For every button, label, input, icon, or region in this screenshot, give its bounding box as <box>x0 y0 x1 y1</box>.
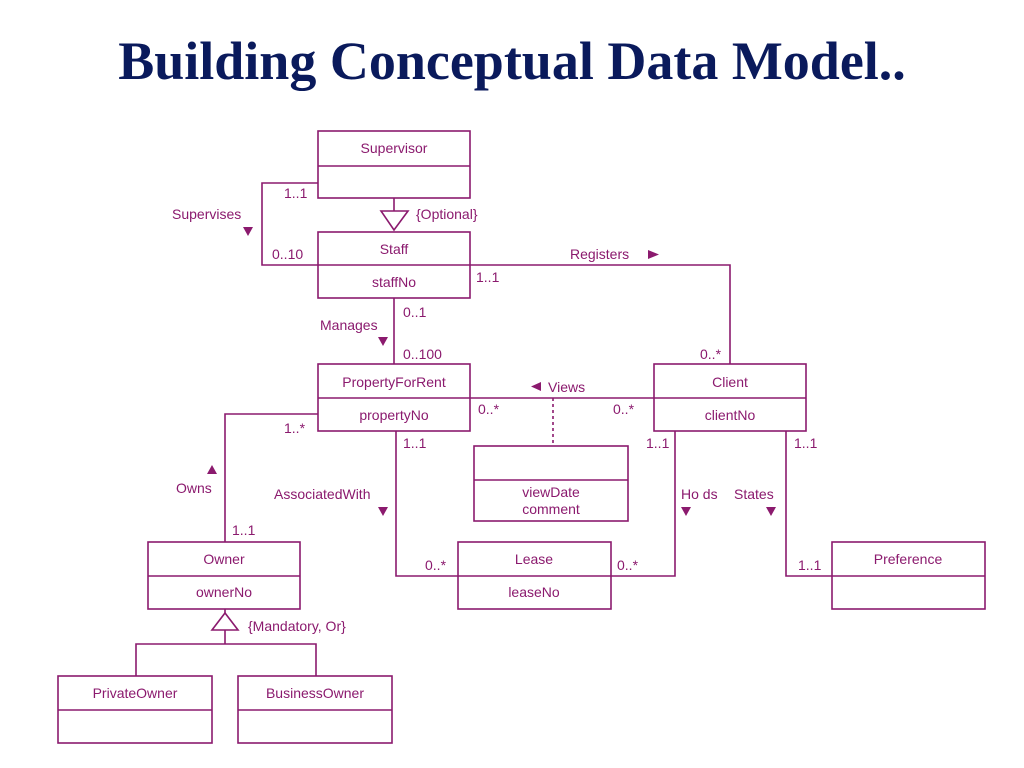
associated-with-label: AssociatedWith <box>274 486 370 502</box>
supervises-direction-arrow <box>243 227 253 236</box>
entity-name: Preference <box>874 551 943 567</box>
entity-client[interactable]: Client clientNo <box>653 363 807 432</box>
owns-line <box>224 413 318 542</box>
entity-attribute: propertyNo <box>359 407 428 423</box>
owns-label: Owns <box>176 480 212 496</box>
holds-label: Ho ds <box>681 486 718 502</box>
manages-multiplicity-property: 0..100 <box>403 346 442 362</box>
entity-name: Owner <box>203 551 245 567</box>
states-label: States <box>734 486 774 502</box>
holds-line <box>611 431 676 577</box>
registers-direction-arrow <box>648 250 659 259</box>
supervises-label: Supervises <box>172 206 241 222</box>
entity-name: Lease <box>515 551 553 567</box>
views-multiplicity-client: 0..* <box>613 401 635 417</box>
entity-attribute: ownerNo <box>196 584 252 600</box>
associated-with-direction-arrow <box>378 507 388 516</box>
manages-label: Manages <box>320 317 378 333</box>
entity-name: BusinessOwner <box>266 685 364 701</box>
entity-owner[interactable]: Owner ownerNo <box>147 541 301 610</box>
associated-with-multiplicity-property: 1..1 <box>403 435 427 451</box>
entity-name: Supervisor <box>361 140 428 156</box>
states-multiplicity-preference: 1..1 <box>798 557 822 573</box>
views-label: Views <box>548 379 585 395</box>
manages-multiplicity-staff: 0..1 <box>403 304 427 320</box>
supervises-multiplicity-bottom: 0..10 <box>272 246 303 262</box>
entity-views-association[interactable]: viewDate comment <box>473 445 629 522</box>
mandatory-or-generalization-triangle <box>210 611 240 631</box>
entity-private-owner[interactable]: PrivateOwner <box>57 675 213 744</box>
entity-attribute: staffNo <box>372 274 416 290</box>
entity-name: PropertyForRent <box>342 374 446 390</box>
holds-direction-arrow <box>681 507 691 516</box>
supervises-line <box>261 182 318 266</box>
supervises-multiplicity-top: 1..1 <box>284 185 308 201</box>
states-line <box>785 431 832 577</box>
views-direction-arrow <box>531 382 541 391</box>
states-multiplicity-client: 1..1 <box>794 435 818 451</box>
owns-direction-arrow <box>207 465 217 474</box>
subclass-connector-line <box>135 643 317 676</box>
entity-business-owner[interactable]: BusinessOwner <box>237 675 393 744</box>
entity-property-for-rent[interactable]: PropertyForRent propertyNo <box>317 363 471 432</box>
owns-multiplicity-property: 1..* <box>284 420 306 436</box>
associated-with-multiplicity-lease: 0..* <box>425 557 447 573</box>
entity-name: Staff <box>380 241 409 257</box>
optional-constraint-label: {Optional} <box>416 206 478 222</box>
entity-preference[interactable]: Preference <box>831 541 986 610</box>
registers-multiplicity-client: 0..* <box>700 346 722 362</box>
slide-title: Building Conceptual Data Model.. <box>118 31 906 91</box>
owns-multiplicity-owner: 1..1 <box>232 522 256 538</box>
entity-attribute: comment <box>522 501 580 517</box>
associated-with-line <box>395 431 458 577</box>
registers-line <box>470 264 731 364</box>
entity-lease[interactable]: Lease leaseNo <box>457 541 612 610</box>
entity-attribute: viewDate <box>522 484 580 500</box>
holds-multiplicity-client: 1..1 <box>646 435 670 451</box>
entity-attribute: leaseNo <box>508 584 560 600</box>
entity-name: Client <box>712 374 748 390</box>
views-multiplicity-property: 0..* <box>478 401 500 417</box>
mandatory-or-constraint-label: {Mandatory, Or} <box>248 618 346 634</box>
manages-direction-arrow <box>378 337 388 346</box>
entity-staff[interactable]: Staff staffNo <box>317 231 471 299</box>
entity-attribute: clientNo <box>705 407 756 423</box>
registers-multiplicity-staff: 1..1 <box>476 269 500 285</box>
optional-generalization-triangle <box>379 210 410 232</box>
states-direction-arrow <box>766 507 776 516</box>
entity-supervisor[interactable]: Supervisor <box>317 130 471 199</box>
entity-name: PrivateOwner <box>93 685 178 701</box>
registers-label: Registers <box>570 246 629 262</box>
holds-multiplicity-lease: 0..* <box>617 557 639 573</box>
